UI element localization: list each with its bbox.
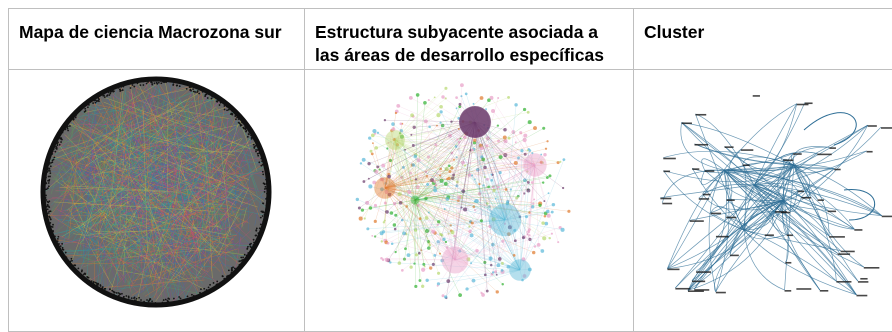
image-cell-1 [9,70,305,332]
header-cluster: Cluster [634,9,892,44]
macrozona-network-graph [9,70,304,331]
subyacente-network-graph [305,70,633,331]
header-row: Mapa de ciencia Macrozona sur Estructura… [9,9,892,70]
comparison-table: Mapa de ciencia Macrozona sur Estructura… [8,8,892,332]
header-macrozona: Mapa de ciencia Macrozona sur [9,9,304,44]
image-row [9,70,892,332]
image-cell-2 [305,70,634,332]
header-cell-3: Cluster [634,9,892,70]
cluster-network-graph [634,70,892,331]
header-cell-2: Estructura subyacente asociada a las áre… [305,9,634,70]
header-estructura: Estructura subyacente asociada a las áre… [305,9,633,67]
image-cell-3 [634,70,892,332]
header-cell-1: Mapa de ciencia Macrozona sur [9,9,305,70]
